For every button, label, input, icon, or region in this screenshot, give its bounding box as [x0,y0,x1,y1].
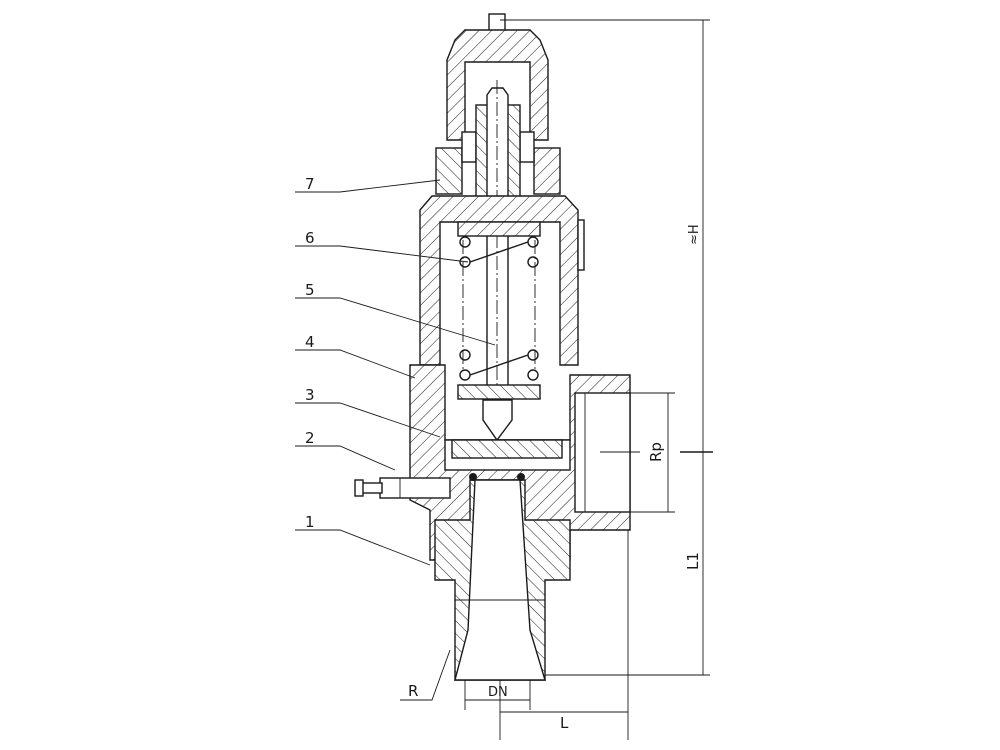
label-part-4: 4 [305,333,315,351]
upper-spring-seat [457,221,541,237]
valve-body [409,364,631,561]
label-part-1: 1 [305,513,315,531]
dimension-lines [464,19,713,740]
label-H: ≈H [687,224,702,245]
label-L: L [560,714,569,732]
label-part-2: 2 [305,429,315,447]
label-part-7: 7 [305,175,315,193]
nozzle [434,473,571,681]
label-L1: L1 [684,552,702,570]
part-labels: 7 6 5 4 3 2 1 R DN L Rp L1 ≈H [305,175,702,732]
adjusting-ring-bolt [354,477,451,499]
stem-tip [482,399,513,442]
label-DN: DN [488,685,508,700]
adjusting-nut [435,131,561,195]
label-R: R [408,682,418,700]
leader-lines [295,179,496,701]
label-Rp: Rp [647,442,665,462]
label-part-6: 6 [305,229,315,247]
label-part-5: 5 [305,281,315,299]
spring [459,236,539,381]
label-part-3: 3 [305,386,315,404]
lower-spring-seat [457,384,541,400]
disc [451,439,563,459]
